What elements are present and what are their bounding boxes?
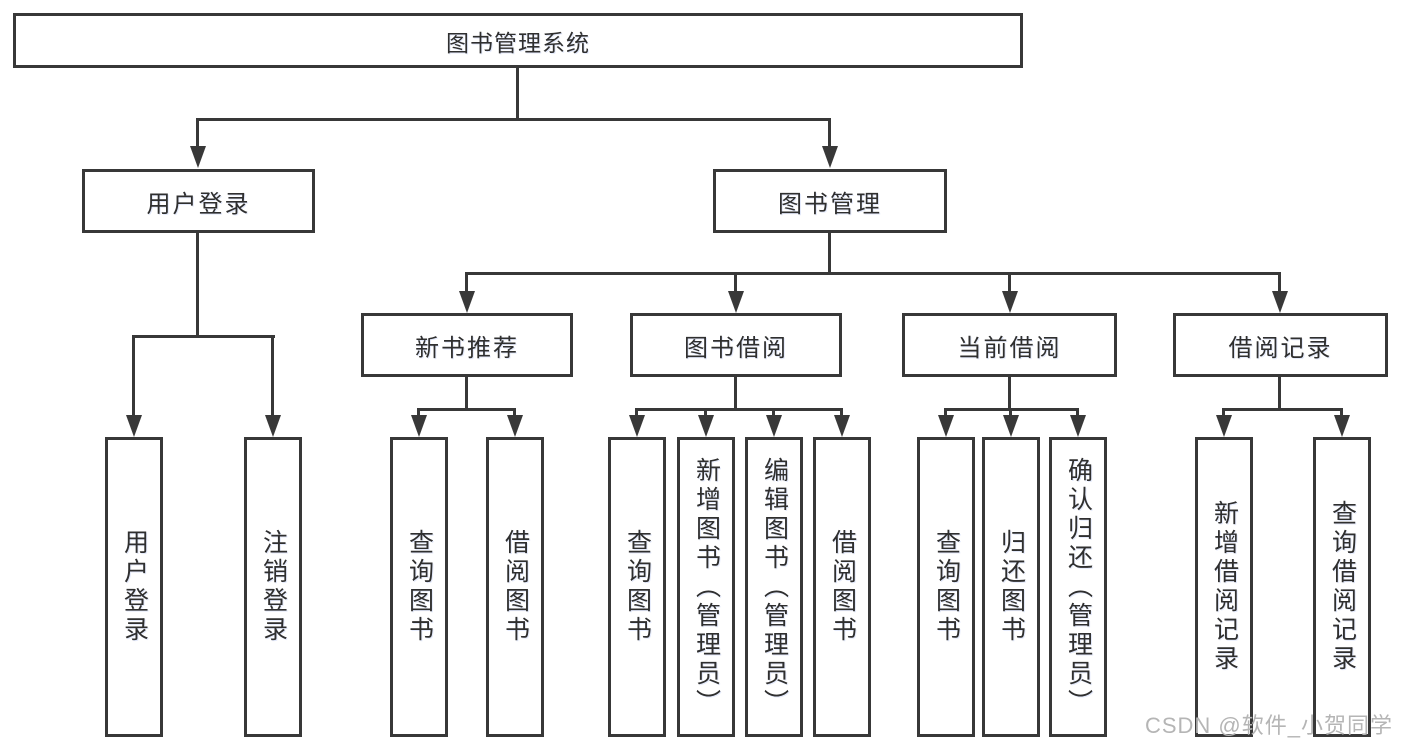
connector-shaft: [271, 335, 274, 415]
leaf-return-books: 归还图书: [982, 437, 1040, 737]
leaf-query-books-current: 查询图书: [917, 437, 975, 737]
leaf-add-books-admin-label: 新增图书（管理员）: [692, 456, 721, 718]
connector-rail: [946, 408, 1078, 411]
leaf-borrow-books-recommend-label: 借阅图书: [501, 529, 530, 645]
leaf-add-borrow-record-label: 新增借阅记录: [1210, 500, 1239, 674]
connector-rail: [134, 335, 275, 338]
connector-stem: [828, 233, 831, 272]
connector-shaft: [840, 408, 843, 415]
connector-rail-level3: [467, 272, 1280, 275]
connector-shaft: [465, 272, 468, 291]
connector-shaft: [417, 408, 420, 415]
node-borrow-records-label: 借阅记录: [1228, 334, 1333, 362]
leaf-add-borrow-record: 新增借阅记录: [1195, 437, 1253, 737]
leaf-query-borrow-record: 查询借阅记录: [1313, 437, 1371, 737]
arrow-head: [190, 146, 206, 168]
leaf-borrow-books-recommend: 借阅图书: [486, 437, 544, 737]
leaf-return-books-label: 归还图书: [997, 529, 1026, 645]
node-root: 图书管理系统: [13, 13, 1023, 68]
connector-shaft: [944, 408, 947, 415]
arrow-head: [822, 146, 838, 168]
connector-shaft: [1278, 272, 1281, 291]
leaf-borrow-books-label: 借阅图书: [828, 529, 857, 645]
arrow-head: [766, 415, 782, 437]
arrow-head: [1334, 415, 1350, 437]
connector-shaft: [734, 272, 737, 291]
connector-shaft: [196, 118, 199, 146]
connector-shaft: [513, 408, 516, 415]
connector-rail-level2: [198, 118, 830, 121]
node-book-borrowing: 图书借阅: [630, 313, 842, 377]
watermark: CSDN @软件_小贺同学: [1144, 713, 1393, 738]
connector-shaft: [1008, 272, 1011, 291]
arrow-head: [507, 415, 523, 437]
arrow-head: [1272, 291, 1288, 313]
connector-shaft: [828, 118, 831, 146]
arrow-head: [834, 415, 850, 437]
leaf-confirm-return-admin: 确认归还（管理员）: [1049, 437, 1107, 737]
arrow-head: [938, 415, 954, 437]
leaf-query-books-current-label: 查询图书: [932, 529, 961, 645]
connector-rail: [637, 408, 842, 411]
connector-shaft: [772, 408, 775, 415]
leaf-borrow-books: 借阅图书: [813, 437, 871, 737]
leaf-confirm-return-admin-label: 确认归还（管理员）: [1064, 456, 1093, 718]
node-current-borrowing-label: 当前借阅: [957, 334, 1062, 362]
node-new-book-recommend: 新书推荐: [361, 313, 573, 377]
node-new-book-recommend-label: 新书推荐: [415, 334, 519, 362]
leaf-query-borrow-record-label: 查询借阅记录: [1328, 500, 1357, 674]
connector-stem: [734, 377, 737, 408]
connector-shaft: [635, 408, 638, 415]
node-book-borrowing-label: 图书借阅: [684, 334, 788, 362]
arrow-head: [411, 415, 427, 437]
connector-shaft: [1076, 408, 1079, 415]
connector-shaft: [1222, 408, 1225, 415]
connector-shaft: [1009, 408, 1012, 415]
node-book-management: 图书管理: [713, 169, 947, 233]
node-user-login-label: 用户登录: [146, 190, 251, 218]
arrow-head: [1070, 415, 1086, 437]
leaf-query-books-borrowing: 查询图书: [608, 437, 666, 737]
connector-root-stem: [516, 68, 519, 118]
node-user-login: 用户登录: [82, 169, 315, 233]
arrow-head: [1002, 291, 1018, 313]
leaf-user-login: 用户登录: [105, 437, 163, 737]
connector-stem: [1278, 377, 1281, 408]
node-current-borrowing: 当前借阅: [902, 313, 1117, 377]
node-book-management-label: 图书管理: [778, 190, 882, 218]
connector-shaft: [1340, 408, 1343, 415]
leaf-query-books-borrowing-label: 查询图书: [623, 529, 652, 645]
connector-rail: [419, 408, 515, 411]
connector-shaft: [704, 408, 707, 415]
connector-stem: [196, 233, 199, 335]
leaf-add-books-admin: 新增图书（管理员）: [677, 437, 735, 737]
arrow-head: [265, 415, 281, 437]
leaf-query-books-recommend: 查询图书: [390, 437, 448, 737]
arrow-head: [728, 291, 744, 313]
arrow-head: [1003, 415, 1019, 437]
arrow-head: [698, 415, 714, 437]
connector-stem: [1008, 377, 1011, 408]
node-borrow-records: 借阅记录: [1173, 313, 1388, 377]
arrow-head: [126, 415, 142, 437]
arrow-head: [459, 291, 475, 313]
leaf-user-login-label: 用户登录: [120, 529, 149, 645]
arrow-head: [629, 415, 645, 437]
leaf-edit-books-admin-label: 编辑图书（管理员）: [760, 456, 789, 718]
leaf-logout-login-label: 注销登录: [259, 529, 288, 645]
connector-rail: [1224, 408, 1342, 411]
node-root-label: 图书管理系统: [446, 29, 590, 56]
leaf-edit-books-admin: 编辑图书（管理员）: [745, 437, 803, 737]
connector-stem: [465, 377, 468, 408]
arrow-head: [1216, 415, 1232, 437]
connector-shaft: [132, 335, 135, 415]
leaf-query-books-recommend-label: 查询图书: [405, 529, 434, 645]
leaf-logout-login: 注销登录: [244, 437, 302, 737]
